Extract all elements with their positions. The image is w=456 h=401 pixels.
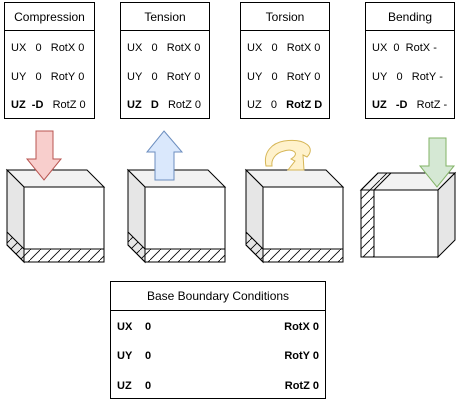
uz-row: UZ -D RotZ - — [372, 97, 450, 113]
rot-group: RotZ 0 — [285, 380, 319, 392]
rot-label: RotZ — [416, 99, 441, 111]
dof-label: UX — [11, 42, 27, 54]
panel-title: Torsion — [241, 3, 329, 31]
bending-panel: Bending UX 0 RotX - UY 0 RotY - UZ -D Ro… — [365, 2, 455, 119]
uy-row: UY 0 RotY 0 — [11, 69, 90, 85]
dof-label: UX — [372, 42, 388, 54]
dof-value: 0 — [151, 71, 158, 83]
rot-group: RotY 0 — [284, 350, 319, 362]
torsion-cube — [244, 168, 345, 264]
rot-value: 0 — [79, 99, 86, 111]
rot-value: 0 — [78, 71, 85, 83]
rot-label: RotX — [166, 42, 192, 54]
rot-value: 0 — [194, 99, 201, 111]
panel-title: Compression — [5, 3, 94, 31]
dof-label: UY — [11, 71, 27, 83]
dof-value: -D — [31, 99, 44, 111]
panel-title: Tension — [121, 3, 209, 31]
dof-value: 0 — [35, 42, 42, 54]
ux-row: UX 0 RotX - — [372, 40, 450, 56]
tension-cube — [126, 168, 227, 264]
dof-label: UY — [372, 71, 388, 83]
ux-row: UX 0 RotX 0 — [11, 40, 90, 56]
dof-label: UZ — [372, 99, 387, 111]
rot-label: RotY — [50, 71, 76, 83]
rot-label: RotY — [284, 350, 310, 362]
torsion-twist-arrow-icon — [264, 139, 311, 171]
bending-arrow-icon — [418, 137, 456, 188]
dof-label: UY — [117, 350, 133, 362]
uz-row: UZ 0 RotZ 0 — [117, 378, 319, 394]
uy-row: UY 0 RotY 0 — [247, 69, 325, 85]
dof-value: 0 — [396, 71, 403, 83]
compression-cube — [5, 168, 106, 264]
dof-value: 0 — [271, 42, 278, 54]
dof-value: 0 — [271, 71, 278, 83]
dof-value: 0 — [393, 42, 400, 54]
dof-label: UZ — [247, 99, 262, 111]
uy-row: UY 0 RotY - — [372, 69, 450, 85]
dof-label: UZ — [11, 99, 26, 111]
rot-value: 0 — [312, 350, 319, 362]
ux-row: UX 0 RotX 0 — [117, 319, 319, 335]
rot-label: RotZ — [284, 380, 310, 392]
rot-value: 0 — [312, 321, 319, 333]
panel-title: Base Boundary Conditions — [111, 282, 325, 311]
dof-label: UX — [127, 42, 143, 54]
rot-label: RotZ — [52, 99, 77, 111]
rot-label: RotZ — [167, 99, 192, 111]
rot-label: RotY — [286, 71, 312, 83]
dof-value: 0 — [145, 321, 152, 333]
dof-label: UY — [127, 71, 143, 83]
compression-arrow-icon — [25, 130, 63, 181]
uz-row: UZ D RotZ 0 — [127, 97, 205, 113]
dof-label: UX — [247, 42, 263, 54]
rot-value: 0 — [312, 380, 319, 392]
rot-value: D — [314, 99, 323, 111]
uy-row: UY 0 RotY 0 — [127, 69, 205, 85]
dof-value: 0 — [151, 42, 158, 54]
dof-label: UZ — [117, 380, 132, 392]
panel-title: Bending — [366, 3, 454, 31]
rot-value: - — [439, 71, 443, 83]
uz-row: UZ -D RotZ 0 — [11, 97, 90, 113]
rot-label: RotY — [166, 71, 192, 83]
rot-value: 0 — [314, 71, 321, 83]
torsion-panel: Torsion UX 0 RotX 0 UY 0 RotY 0 UZ 0 Rot… — [240, 2, 330, 119]
bending-cube — [359, 171, 456, 259]
dof-label: UZ — [127, 99, 142, 111]
base-boundary-conditions-panel: Base Boundary Conditions UX 0 RotX 0 UY … — [110, 281, 326, 399]
ux-row: UX 0 RotX 0 — [127, 40, 205, 56]
dof-value: 0 — [145, 350, 152, 362]
tension-panel: Tension UX 0 RotX 0 UY 0 RotY 0 UZ D Rot… — [120, 2, 210, 119]
rot-value: 0 — [194, 71, 201, 83]
dof-label: UX — [117, 321, 133, 333]
tension-arrow-icon — [145, 130, 184, 181]
rot-label: RotX — [286, 42, 312, 54]
rot-value: - — [433, 42, 437, 54]
rot-label: RotX — [405, 42, 431, 54]
rot-label: RotX — [50, 42, 76, 54]
dof-value: 0 — [35, 71, 42, 83]
dof-value: D — [150, 99, 159, 111]
rot-label: RotX — [284, 321, 310, 333]
dof-label: UY — [247, 71, 263, 83]
rot-group: RotX 0 — [284, 321, 319, 333]
uz-row: UZ 0 RotZ D — [247, 97, 325, 113]
uy-row: UY 0 RotY 0 — [117, 348, 319, 364]
rot-label: RotZ — [286, 99, 312, 111]
compression-panel: Compression UX 0 RotX 0 UY 0 RotY 0 UZ -… — [4, 2, 95, 119]
dof-value: 0 — [145, 380, 152, 392]
rot-value: - — [443, 99, 448, 111]
rot-value: 0 — [194, 42, 201, 54]
rot-value: 0 — [314, 42, 321, 54]
dof-value: -D — [395, 99, 408, 111]
ux-row: UX 0 RotX 0 — [247, 40, 325, 56]
rot-label: RotY — [411, 71, 437, 83]
rot-value: 0 — [78, 42, 85, 54]
dof-value: 0 — [270, 99, 277, 111]
